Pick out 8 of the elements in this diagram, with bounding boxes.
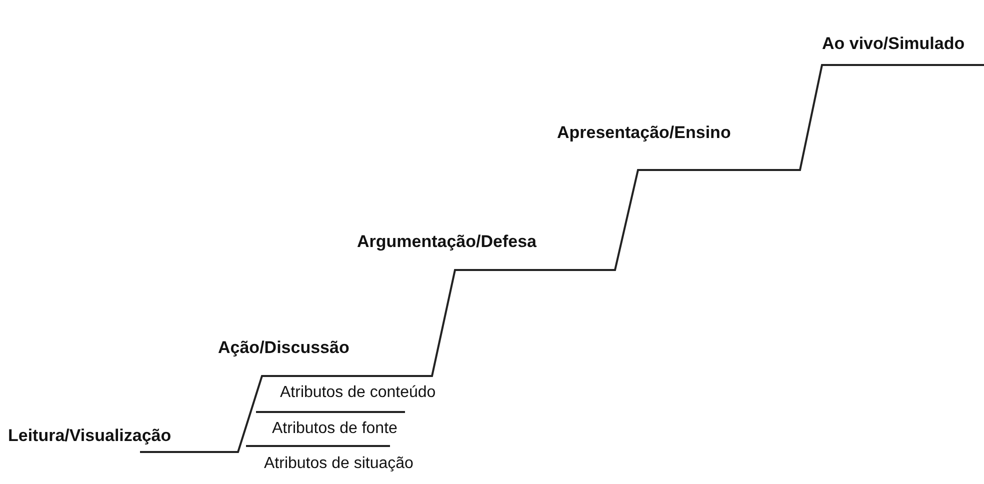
stage-label: Ação/Discussão — [218, 338, 350, 358]
attribute-label: Atributos de conteúdo — [280, 384, 436, 402]
stage-label: Ao vivo/Simulado — [822, 34, 965, 54]
attribute-label: Atributos de fonte — [272, 420, 398, 438]
stage-label: Apresentação/Ensino — [557, 123, 731, 143]
attribute-label: Atributos de situação — [264, 455, 414, 473]
stage-label: Leitura/Visualização — [8, 426, 172, 446]
stage-label: Argumentação/Defesa — [357, 232, 537, 252]
